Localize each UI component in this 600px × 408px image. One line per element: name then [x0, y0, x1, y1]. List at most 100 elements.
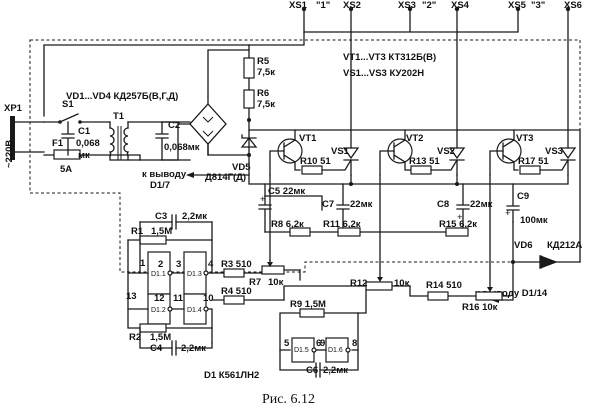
- label-vt-group: VT1...VT3 КТ312Б(В): [343, 52, 436, 63]
- pin-8: 8: [352, 338, 357, 349]
- label-r1-value: 1,5М: [151, 226, 172, 237]
- label-vd6: VD6: [514, 240, 532, 251]
- label-r12-value: 10к: [394, 278, 410, 289]
- label-c7-value: 22мк: [350, 199, 373, 210]
- label-c1-unit: мк: [78, 150, 90, 161]
- xp1-plug: [10, 116, 15, 160]
- label-r7: R7: [249, 277, 261, 288]
- pin-10: 10: [203, 293, 214, 304]
- label-xs5-note: "3": [531, 0, 545, 11]
- label-c1-value: 0,068: [76, 138, 100, 149]
- pin-12: 12: [154, 293, 165, 304]
- timing-network: C5 22мк + C7 22мк C8 22мк + C9 100мк + R…: [258, 174, 548, 288]
- output-terminals: XS1 "1" XS2 XS3 "2" XS4 XS5 "3" XS6: [289, 0, 582, 12]
- label-c6: C6: [306, 365, 318, 376]
- pin-6: 6: [316, 338, 321, 349]
- label-to-d1-7: к выводу: [142, 169, 187, 180]
- label-r14: R14 510: [426, 280, 462, 291]
- output-stage: VT1...VT3 КТ312Б(В) VS1...VS3 КУ202Н VT1…: [248, 10, 581, 263]
- label-r2-value: 1,5М: [150, 332, 171, 343]
- label-r8: R8 6,2к: [271, 219, 304, 230]
- label-c7: C7: [322, 199, 334, 210]
- label-r9: R9 1,5М: [290, 299, 326, 310]
- label-d1-type: D1 К561ЛН2: [204, 370, 259, 381]
- label-f1-value: 5А: [60, 164, 72, 175]
- resistor-r5: [243, 57, 255, 79]
- pin-3: 3: [176, 259, 181, 270]
- label-c2: C2: [168, 120, 180, 131]
- label-to-d1-7b: D1/7: [150, 180, 170, 191]
- label-c2-value: 0,068мк: [164, 142, 200, 153]
- label-xs4: XS4: [451, 0, 470, 11]
- label-r13: R13 51: [409, 156, 440, 167]
- pin-2: 2: [158, 259, 163, 270]
- label-r17: R17 51: [518, 156, 549, 167]
- label-c4: C4: [150, 343, 163, 354]
- terminal-xs6: [565, 6, 571, 12]
- label-vs1: VS1: [331, 146, 350, 157]
- label-r16: R16 10к: [462, 302, 498, 313]
- resistor-r17: [519, 165, 541, 175]
- label-c3-value: 2,2мк: [182, 211, 207, 222]
- pin-11: 11: [173, 293, 184, 304]
- label-r2: R2: [129, 332, 141, 343]
- svg-text:+: +: [505, 208, 511, 219]
- pin-4: 4: [208, 259, 214, 270]
- potentiometer-r7: [261, 265, 285, 275]
- label-xs3-note: "2": [422, 0, 436, 11]
- label-c5: C5 22мк: [268, 186, 305, 197]
- resistor-r10: [301, 165, 323, 175]
- terminal-xs1: [301, 6, 307, 12]
- label-c1: C1: [78, 126, 91, 137]
- label-f1: F1: [52, 138, 64, 149]
- label-to-d1-14: к выводу D1/14: [475, 288, 548, 299]
- label-vs3: VS3: [545, 146, 563, 157]
- buffer-stage: R9 1,5М D1.5 D1.6 5 6 9 8 C6 2,2мк: [279, 289, 367, 378]
- pin-1: 1: [140, 258, 146, 269]
- label-vt1: VT1: [299, 133, 317, 144]
- resistor-r2: [139, 323, 167, 333]
- label-xs2: XS2: [343, 0, 361, 11]
- label-d1-3: D1.3: [187, 271, 202, 278]
- label-r15: R15 6,2к: [439, 219, 477, 230]
- label-vd5: VD5: [232, 162, 251, 173]
- terminal-xs2: [348, 6, 354, 12]
- svg-text:+: +: [260, 194, 266, 205]
- label-xs1-note: "1": [316, 0, 330, 11]
- label-xp1: XP1: [4, 103, 23, 114]
- label-vs-group: VS1...VS3 КУ202Н: [343, 68, 424, 79]
- resistor-r15: [445, 227, 469, 237]
- label-r6: R6: [257, 88, 269, 99]
- label-r1: R1: [131, 226, 144, 237]
- label-s1: S1: [62, 99, 74, 110]
- label-xs3: XS3: [398, 0, 416, 11]
- label-c9: C9: [517, 191, 529, 202]
- label-d1-5: D1.5: [294, 347, 309, 354]
- label-vt2: VT2: [406, 133, 423, 144]
- label-d1-1: D1.1: [151, 271, 166, 278]
- label-r5: R5: [257, 56, 270, 67]
- label-r12: R12: [350, 278, 367, 289]
- label-r4: R4 510: [221, 286, 252, 297]
- svg-text:+: +: [457, 212, 463, 223]
- label-r5-value: 7,5к: [257, 67, 275, 78]
- figure-caption: Рис. 6.12: [262, 392, 315, 407]
- label-mains: ~220В: [4, 140, 15, 168]
- resistor-r13: [410, 165, 432, 175]
- label-d1-2: D1.2: [151, 307, 166, 314]
- label-vd5-value: Д814Г(Д): [205, 172, 246, 183]
- resistor-r6: [243, 89, 255, 109]
- label-vt3: VT3: [516, 133, 533, 144]
- label-xs6: XS6: [564, 0, 582, 11]
- potentiometer-r16: [475, 291, 503, 301]
- label-vs2: VS2: [437, 146, 455, 157]
- resistor-r9: [299, 308, 325, 318]
- terminal-xs4: [454, 6, 460, 12]
- resistor-r1: [139, 235, 167, 245]
- label-r10: R10 51: [300, 156, 331, 167]
- potentiometer-r12: [365, 281, 393, 291]
- pin-5: 5: [284, 338, 290, 349]
- diode-bridge: [161, 49, 250, 161]
- label-vd-group: VD1...VD4 КД257Б(В,Г,Д): [66, 91, 178, 102]
- resistor-r4: [223, 295, 245, 305]
